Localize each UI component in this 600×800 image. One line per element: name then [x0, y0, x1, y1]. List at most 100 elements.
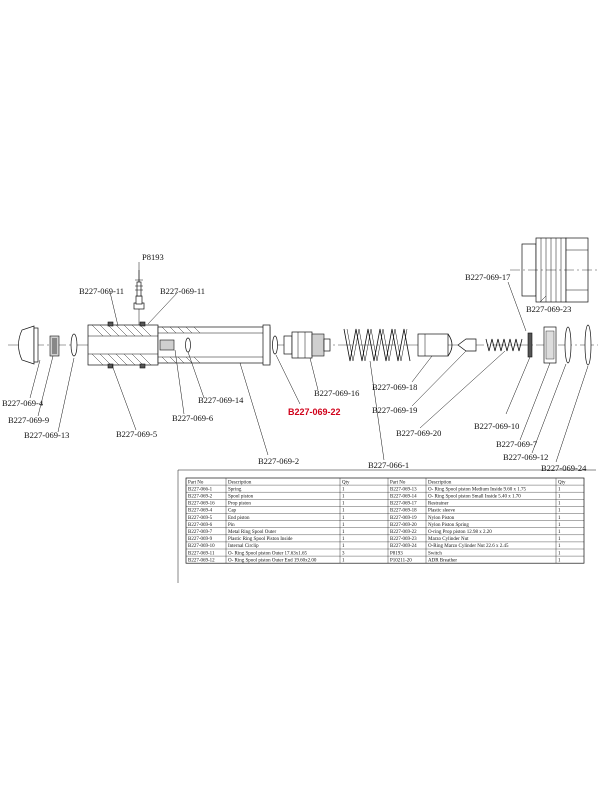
table-cell: B227-069-4 [188, 509, 213, 514]
parts-table: Part No Description Qty Part No Description Q… [177, 469, 596, 583]
label-b227-069-12: B227-069-12 [503, 452, 548, 462]
label-b227-069-16: B227-069-16 [314, 388, 359, 398]
table-cell: Switch [428, 551, 442, 556]
part-plastic-ring [49, 335, 60, 357]
table-cell: 1 [558, 523, 561, 528]
table-cell: 1 [558, 544, 561, 549]
table-cell: O-Ring Marzo Cylinder Nut 22.6 x 2.45 [428, 544, 509, 549]
table-cell: Metal Ring Spool Outer [228, 530, 277, 535]
table-cell: B227-069-14 [390, 495, 417, 500]
table-cell: Spool piston [228, 495, 254, 500]
part-spool-piston [157, 324, 271, 366]
table-cell: 1 [558, 537, 561, 542]
table-cell: P8193 [390, 551, 403, 556]
part-switch [133, 270, 145, 325]
table-cell: B227-069-20 [390, 523, 417, 528]
label-b227-069-9: B227-069-9 [8, 415, 49, 425]
table-header-cell: Description [228, 480, 252, 485]
leader-lines [29, 262, 589, 463]
table-cell: B227-069-16 [188, 502, 215, 507]
table-cell: O- Ring Spool piston Outer 17.63x1.65 [228, 551, 308, 556]
table-cell: B227-069-9 [188, 537, 213, 542]
part-nylon-piston [457, 338, 477, 352]
table-cell: B227-069-6 [188, 523, 213, 528]
table-header-cell: Qty [342, 480, 350, 485]
table-cell: B227-069-13 [390, 487, 417, 492]
label-b227-069-11-right: B227-069-11 [160, 286, 205, 296]
label-b227-069-5: B227-069-5 [116, 429, 157, 439]
table-cell: 1 [558, 530, 561, 535]
table-cell: B227-069-11 [188, 551, 215, 556]
table-cell: Internal Circlip [228, 544, 259, 549]
label-b227-069-6: B227-069-6 [172, 413, 213, 423]
table-cell: 1 [342, 487, 345, 492]
part-spring [343, 328, 411, 362]
table-cell: B227-069-19 [390, 516, 417, 521]
table-cell: 1 [558, 509, 561, 514]
label-b227-069-24: B227-069-24 [541, 463, 587, 473]
table-cell: 1 [558, 516, 561, 521]
table-header-cell: Part No [188, 480, 204, 485]
table-cell: 1 [558, 487, 561, 492]
table-cell: Restrainer [428, 502, 449, 507]
table-cell: B227-069-2 [188, 495, 213, 500]
table-cell: Plastic Ring Spool Piston Inside [228, 537, 293, 542]
table-cell: 1 [558, 502, 561, 507]
table-cell: Marzo Cylinder Nut [428, 537, 469, 542]
table-cell: B227-066-1 [188, 487, 213, 492]
label-b227-069-10: B227-069-10 [474, 421, 519, 431]
table-cell: 1 [342, 495, 345, 500]
part-oring-24 [584, 324, 592, 366]
part-circlip [527, 332, 533, 358]
table-cell: B227-069-24 [390, 544, 417, 549]
part-prop-piston [283, 331, 331, 359]
table-cell: 1 [342, 523, 345, 528]
label-b227-069-20: B227-069-20 [396, 428, 441, 438]
part-plastic-sleeve [417, 333, 453, 357]
table-cell: Nylon Piston [428, 516, 455, 521]
part-metal-ring [543, 326, 557, 364]
table-cell: 3 [342, 551, 345, 556]
table-cell: 1 [558, 551, 561, 556]
label-b227-069-11-left: B227-069-11 [79, 286, 124, 296]
label-b227-069-4: B227-069-4 [2, 398, 44, 408]
table-cell: B227-069-5 [188, 516, 213, 521]
table-cell: Prop piston [228, 502, 251, 507]
table-cell: ADR Breather [428, 558, 457, 563]
label-b227-069-2: B227-069-2 [258, 456, 299, 466]
table-cell: 1 [342, 558, 345, 563]
part-oring-12 [564, 326, 572, 364]
label-b227-069-19: B227-069-19 [372, 405, 417, 415]
label-b227-069-18: B227-069-18 [372, 382, 417, 392]
table-cell: B227-069-12 [188, 558, 215, 563]
table-cell: B227-069-23 [390, 537, 417, 542]
table-header-cell: Qty [558, 480, 566, 485]
part-cylinder-nut [510, 237, 598, 303]
table-cell: 1 [342, 544, 345, 549]
part-oring-13 [70, 333, 78, 357]
table-cell: Spring [228, 487, 242, 492]
table-cell: O-ring Prop piston 12.98 x 2.20 [428, 530, 492, 535]
label-b227-069-14: B227-069-14 [198, 395, 244, 405]
label-b227-066-1: B227-066-1 [368, 460, 409, 470]
part-cap [18, 325, 39, 365]
table-cell: Pin [228, 523, 235, 528]
table-cell: B227-069-18 [390, 509, 417, 514]
table-cell: 1 [342, 502, 345, 507]
part-nylon-spring [485, 338, 523, 352]
table-cell: P10211-20 [390, 558, 412, 563]
table-cell: 1 [342, 530, 345, 535]
table-cell: End piston [228, 516, 250, 521]
part-oring-22 [272, 335, 278, 355]
table-cell: Plastic sleeve [428, 509, 456, 514]
label-p8193: P8193 [142, 252, 164, 262]
table-cell: 1 [558, 558, 561, 563]
label-b227-069-17: B227-069-17 [465, 272, 510, 282]
table-cell: O- Ring Spool piston Outer End 19.60x2.0… [228, 558, 317, 563]
table-cell: 1 [342, 509, 345, 514]
label-b227-069-7: B227-069-7 [496, 439, 537, 449]
table-header-cell: Description [428, 480, 452, 485]
label-b227-069-23: B227-069-23 [526, 304, 571, 314]
table-header-cell: Part No [390, 480, 406, 485]
table-cell: O- Ring Spool piston Small Inside 5.40 x… [428, 495, 521, 500]
